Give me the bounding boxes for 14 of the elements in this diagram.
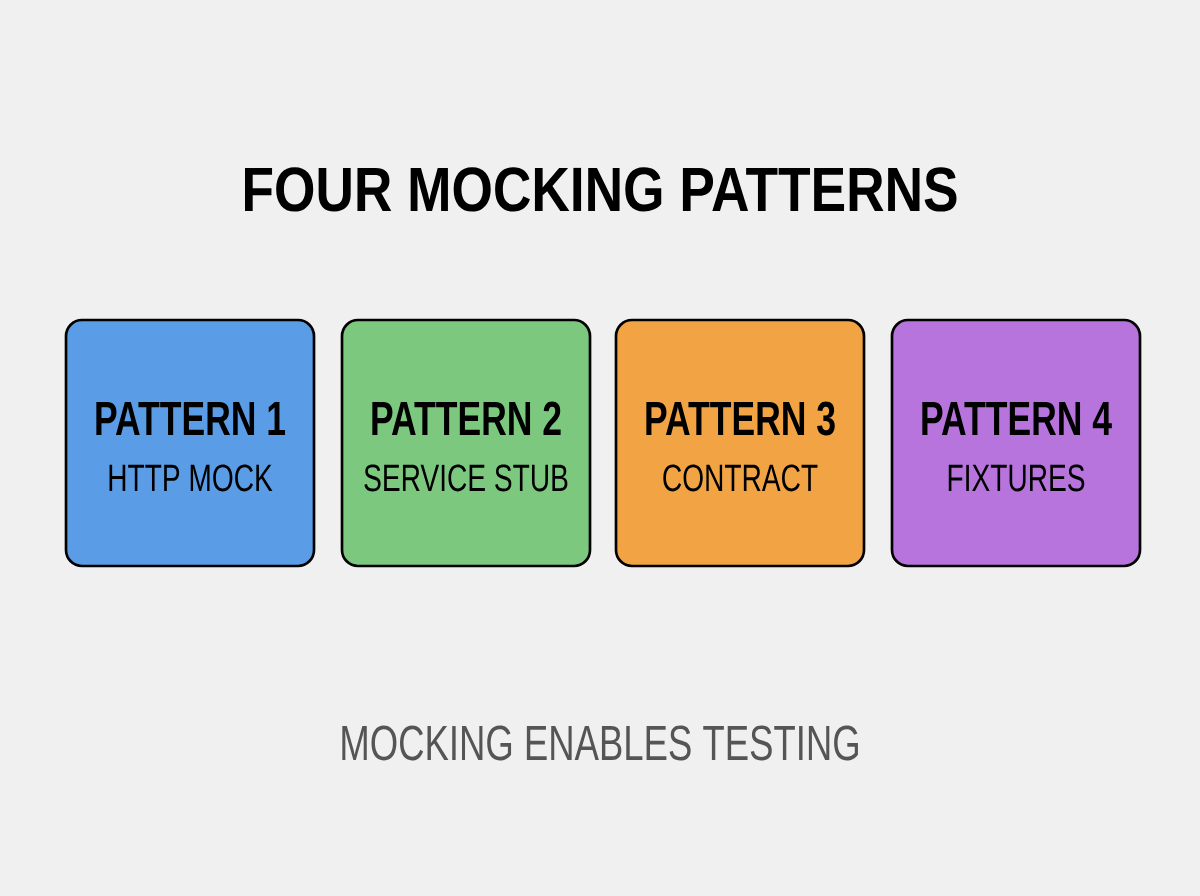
box-label: FIXTURES <box>948 464 1085 492</box>
pattern-box <box>340 318 592 568</box>
pattern-box <box>614 318 866 568</box>
title: FOUR MOCKING PATTERNS <box>245 167 957 212</box>
caption: MOCKING ENABLES TESTING <box>342 725 858 761</box>
box-label: SERVICE STUB <box>364 464 568 492</box>
box-label: CONTRACT <box>663 464 818 492</box>
box-label: HTTP MOCK <box>109 464 273 492</box>
pattern-box <box>64 318 316 568</box>
box-heading: PATTERN 3 <box>646 401 835 436</box>
box-heading: PATTERN 2 <box>372 401 561 435</box>
box-heading: PATTERN 1 <box>96 402 286 435</box>
pattern-box <box>890 318 1142 568</box>
box-heading: PATTERN 4 <box>922 402 1112 435</box>
